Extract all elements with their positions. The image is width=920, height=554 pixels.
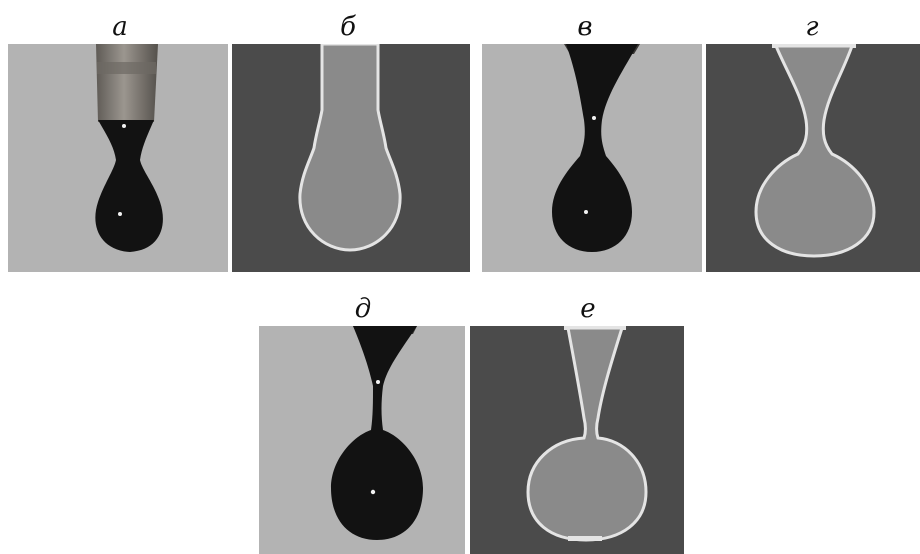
highlight-upper	[592, 116, 596, 120]
panel-label-b: б	[340, 12, 356, 42]
drop-silhouette	[331, 326, 423, 540]
drop-contour	[298, 44, 402, 252]
highlight-lower	[370, 489, 376, 495]
drop-silhouette	[95, 120, 163, 252]
panel-label-d: д	[354, 294, 372, 324]
highlight-lower	[118, 212, 122, 216]
panel-label-g: г	[805, 12, 819, 42]
drop-photo-panel-d	[259, 326, 465, 554]
highlight-upper	[122, 124, 126, 128]
highlight-lower	[584, 210, 588, 214]
drop-photo-panel-v	[482, 44, 702, 272]
drop-contour-panel-b	[232, 44, 470, 272]
highlight-upper	[376, 380, 380, 384]
nozzle	[96, 44, 158, 122]
panel-label-a: а	[112, 12, 128, 42]
drop-photo-panel-a	[8, 44, 228, 272]
panel-label-v: в	[577, 12, 593, 42]
drop-contour	[754, 44, 876, 258]
nozzle-band	[97, 62, 156, 74]
drop-silhouette	[552, 44, 638, 252]
panel-label-e: е	[580, 294, 596, 324]
contour-bottom-spot	[568, 536, 602, 541]
drop-contour-panel-g	[706, 44, 920, 272]
drop-contour-panel-e	[470, 326, 684, 554]
